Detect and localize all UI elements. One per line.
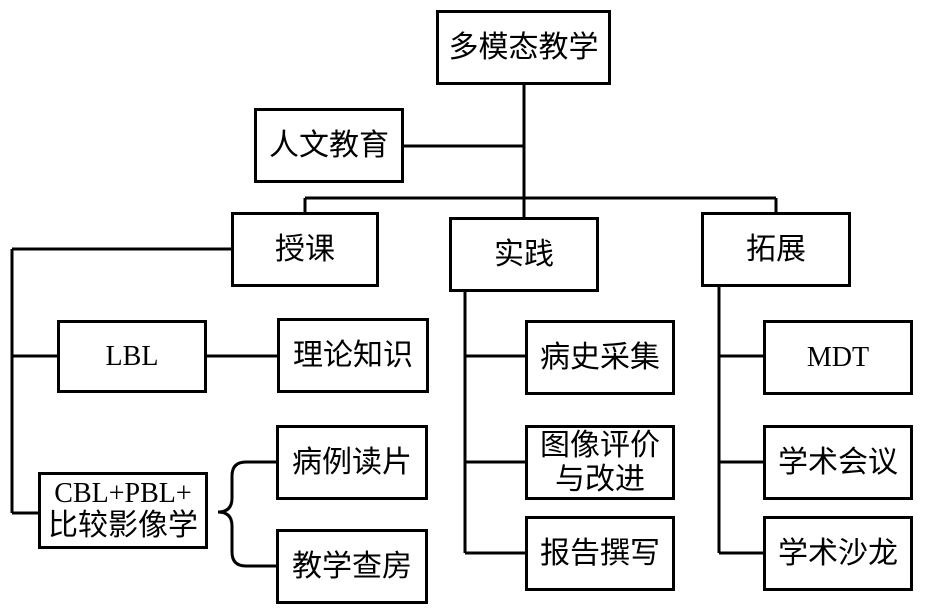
node-mdt: MDT — [763, 320, 913, 395]
node-expansion: 拓展 — [701, 212, 851, 287]
node-multimodal-teaching: 多模态教学 — [436, 10, 611, 85]
node-report-writing: 报告撰写 — [525, 516, 675, 591]
comparative-imaging-line: 比较影像学 — [48, 508, 198, 544]
image-eval-line1: 图像评价 — [540, 427, 660, 463]
brace-connector — [217, 460, 278, 568]
node-history-taking: 病史采集 — [525, 320, 675, 395]
node-teaching: 授课 — [231, 212, 379, 287]
node-cbl-pbl-comparative-imaging: CBL+PBL+ 比较影像学 — [38, 472, 208, 549]
node-lbl: LBL — [57, 320, 207, 393]
node-practice: 实践 — [449, 217, 599, 292]
node-teaching-ward-round: 教学查房 — [276, 529, 428, 604]
node-image-evaluation: 图像评价 与改进 — [525, 425, 675, 500]
node-theory-knowledge: 理论知识 — [277, 318, 429, 393]
node-case-reading: 病例读片 — [276, 425, 428, 500]
node-academic-conference: 学术会议 — [763, 425, 913, 500]
cbl-pbl-line: CBL+PBL+ — [54, 478, 192, 510]
node-humanities-education: 人文教育 — [254, 108, 404, 183]
node-academic-salon: 学术沙龙 — [763, 516, 913, 591]
image-eval-line2: 与改进 — [555, 461, 645, 497]
